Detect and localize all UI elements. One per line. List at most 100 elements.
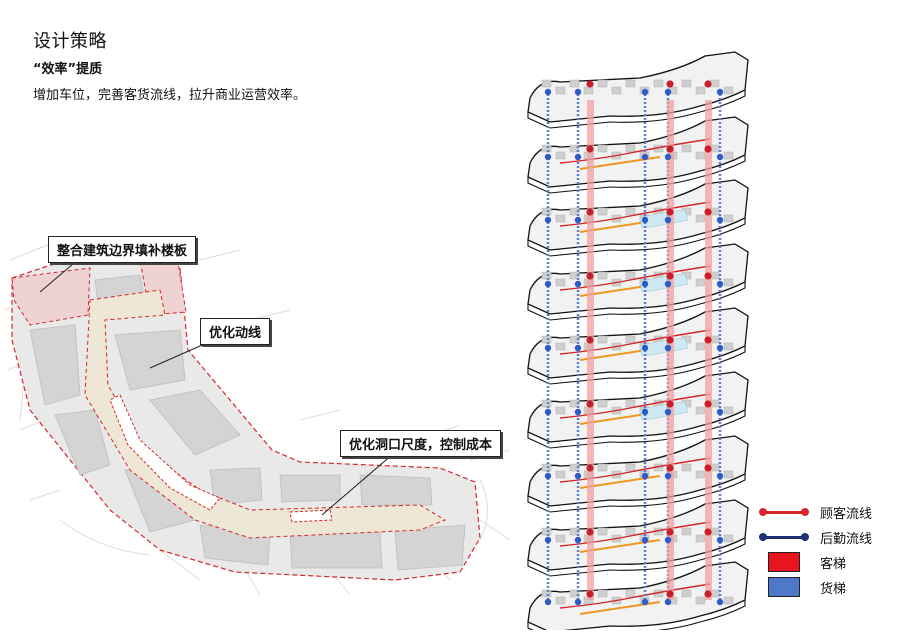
- freight-lift-node: [716, 344, 724, 352]
- freight-lift-node: [641, 280, 649, 288]
- freight-lift-node: [574, 88, 582, 96]
- freight-lift-node: [641, 344, 649, 352]
- infill-area: [11, 267, 91, 326]
- freight-lift-node: [574, 344, 582, 352]
- passenger-lift-node: [704, 145, 712, 153]
- freight-lift-node: [641, 598, 649, 606]
- passenger-lift-node: [666, 336, 674, 344]
- floor-plate: [527, 179, 749, 257]
- floor-plate: [527, 499, 749, 577]
- floor-plate: [527, 116, 749, 194]
- passenger-lift-node: [666, 145, 674, 153]
- freight-lift-node: [664, 408, 672, 416]
- freight-lift-node: [664, 472, 672, 480]
- freight-lift-node: [664, 153, 672, 161]
- legend-item-freight-lift: 货梯: [758, 575, 872, 599]
- passenger-lift-node: [704, 272, 712, 280]
- passenger-lift-swatch-icon: [768, 552, 800, 572]
- passenger-lift-shaft: [587, 100, 594, 600]
- passenger-lift-node: [704, 80, 712, 88]
- freight-lift-node: [641, 472, 649, 480]
- atrium-void-2: [289, 509, 333, 523]
- passenger-lift-shaft: [705, 100, 712, 600]
- strategy-subtitle: “效率”提质: [33, 62, 103, 77]
- passenger-lift-node: [586, 590, 594, 598]
- passenger-lift-node: [704, 336, 712, 344]
- legend-label: 顾客流线: [820, 506, 873, 522]
- freight-lift-node: [574, 153, 582, 161]
- freight-lift-node: [716, 472, 724, 480]
- customer-flow-line-icon: [759, 507, 809, 516]
- freight-lift-swatch-icon: [768, 577, 800, 597]
- freight-lift-node: [544, 536, 552, 544]
- passenger-lift-node: [586, 336, 594, 344]
- passenger-lift-node: [666, 590, 674, 598]
- freight-lift-node: [716, 216, 724, 224]
- freight-lift-node: [574, 408, 582, 416]
- freight-lift-node: [544, 216, 552, 224]
- exploded-floor-stack: [527, 51, 749, 630]
- legend: 顾客流线 后勤流线 客梯 货梯: [758, 500, 872, 600]
- freight-lift-node: [574, 280, 582, 288]
- site-plan-diagram: [4, 239, 511, 596]
- freight-lift-node: [544, 598, 552, 606]
- freight-lift-node: [716, 598, 724, 606]
- freight-lift-node: [716, 408, 724, 416]
- strategy-description: 增加车位，完善客货流线，拉升商业运营效率。: [33, 88, 307, 103]
- building-blocks: [29, 274, 466, 571]
- passenger-lift-node: [586, 272, 594, 280]
- atrium-void: [109, 394, 221, 511]
- freight-lift-node: [716, 280, 724, 288]
- passenger-lift-node: [704, 464, 712, 472]
- freight-lift-node: [716, 153, 724, 161]
- freight-lift-node: [574, 598, 582, 606]
- passenger-lift-node: [586, 80, 594, 88]
- freight-lift-node: [544, 472, 552, 480]
- legend-label: 后勤流线: [820, 531, 873, 547]
- passenger-lift-node: [586, 208, 594, 216]
- passenger-lift-node: [586, 400, 594, 408]
- passenger-lift-node: [704, 528, 712, 536]
- freight-lift-node: [664, 536, 672, 544]
- callout-openings: 优化洞口尺度，控制成本: [340, 430, 502, 457]
- floor-plate: [527, 561, 749, 630]
- freight-lift-node: [664, 280, 672, 288]
- freight-lift-node: [574, 536, 582, 544]
- freight-lift-node: [544, 408, 552, 416]
- freight-lift-node: [664, 344, 672, 352]
- legend-label: 货梯: [820, 581, 847, 597]
- logistics-flow-line-icon: [759, 532, 809, 541]
- passenger-lift-node: [586, 145, 594, 153]
- freight-lift-node: [574, 216, 582, 224]
- passenger-lift-node: [666, 400, 674, 408]
- freight-lift-node: [544, 344, 552, 352]
- passenger-lift-node: [666, 272, 674, 280]
- freight-lift-node: [641, 216, 649, 224]
- floor-plate: [527, 243, 749, 321]
- passenger-lift-node: [666, 208, 674, 216]
- freight-lift-node: [641, 153, 649, 161]
- legend-item-passenger-lift: 客梯: [758, 550, 872, 574]
- floor-plate: [527, 51, 749, 129]
- legend-item-logistics-flow: 后勤流线: [758, 525, 872, 549]
- callout-boundary: 整合建筑边界填补楼板: [48, 236, 197, 263]
- passenger-lift-node: [704, 400, 712, 408]
- freight-lift-node: [664, 88, 672, 96]
- legend-label: 客梯: [820, 556, 847, 572]
- passenger-lift-node: [666, 80, 674, 88]
- passenger-lift-node: [666, 528, 674, 536]
- freight-lift-node: [641, 536, 649, 544]
- passenger-lift-node: [704, 590, 712, 598]
- freight-lift-node: [641, 408, 649, 416]
- freight-lift-node: [574, 472, 582, 480]
- freight-lift-node: [664, 598, 672, 606]
- passenger-lift-node: [586, 464, 594, 472]
- legend-item-customer-flow: 顾客流线: [758, 500, 872, 524]
- passenger-lift-node: [666, 464, 674, 472]
- page-title: 设计策略: [33, 31, 107, 52]
- callout-circulation: 优化动线: [200, 318, 271, 345]
- freight-lift-node: [664, 216, 672, 224]
- freight-lift-node: [716, 88, 724, 96]
- passenger-lift-node: [704, 208, 712, 216]
- passenger-lift-shaft: [667, 100, 674, 600]
